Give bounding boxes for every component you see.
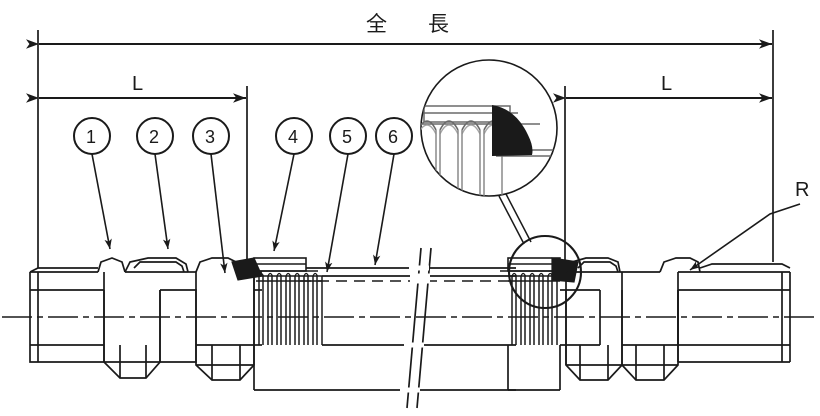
callout-bubble-6 [375,117,413,155]
callout-label-6: 6 [388,127,399,147]
callout-label-1: 1 [86,127,97,147]
callout-label-2: 2 [149,127,160,147]
left-ferrule-band [253,257,318,272]
callout-bubble-2 [136,117,174,155]
callout-leader-lines [91,153,395,274]
left-end-fitting [29,257,262,381]
detail-leader-lines [498,193,532,245]
callout-bubble-4 [275,117,313,155]
hose-body [253,267,516,391]
callout-label-5: 5 [342,127,353,147]
callout-label-4: 4 [288,127,299,147]
callout-label-3: 3 [205,127,216,147]
right-length-label: L [661,73,673,95]
callout-bubble-3 [192,117,230,155]
detail-indicator-circle [507,234,583,310]
overall-length-label: 全 長 [366,13,459,36]
break-lines [406,247,432,409]
left-bellows-corrugations [256,272,323,345]
callout-bubbles [73,117,413,155]
thread-label-leader [689,203,801,271]
right-end-fitting [507,257,791,391]
break-line-mask [400,265,430,393]
dimension-extension-lines [37,30,774,268]
callout-bubble-5 [329,117,367,155]
right-bellows-corrugations [508,272,560,345]
left-length-label: L [132,73,144,95]
thread-designation-label: R [795,179,810,201]
callout-bubble-1 [73,117,111,155]
